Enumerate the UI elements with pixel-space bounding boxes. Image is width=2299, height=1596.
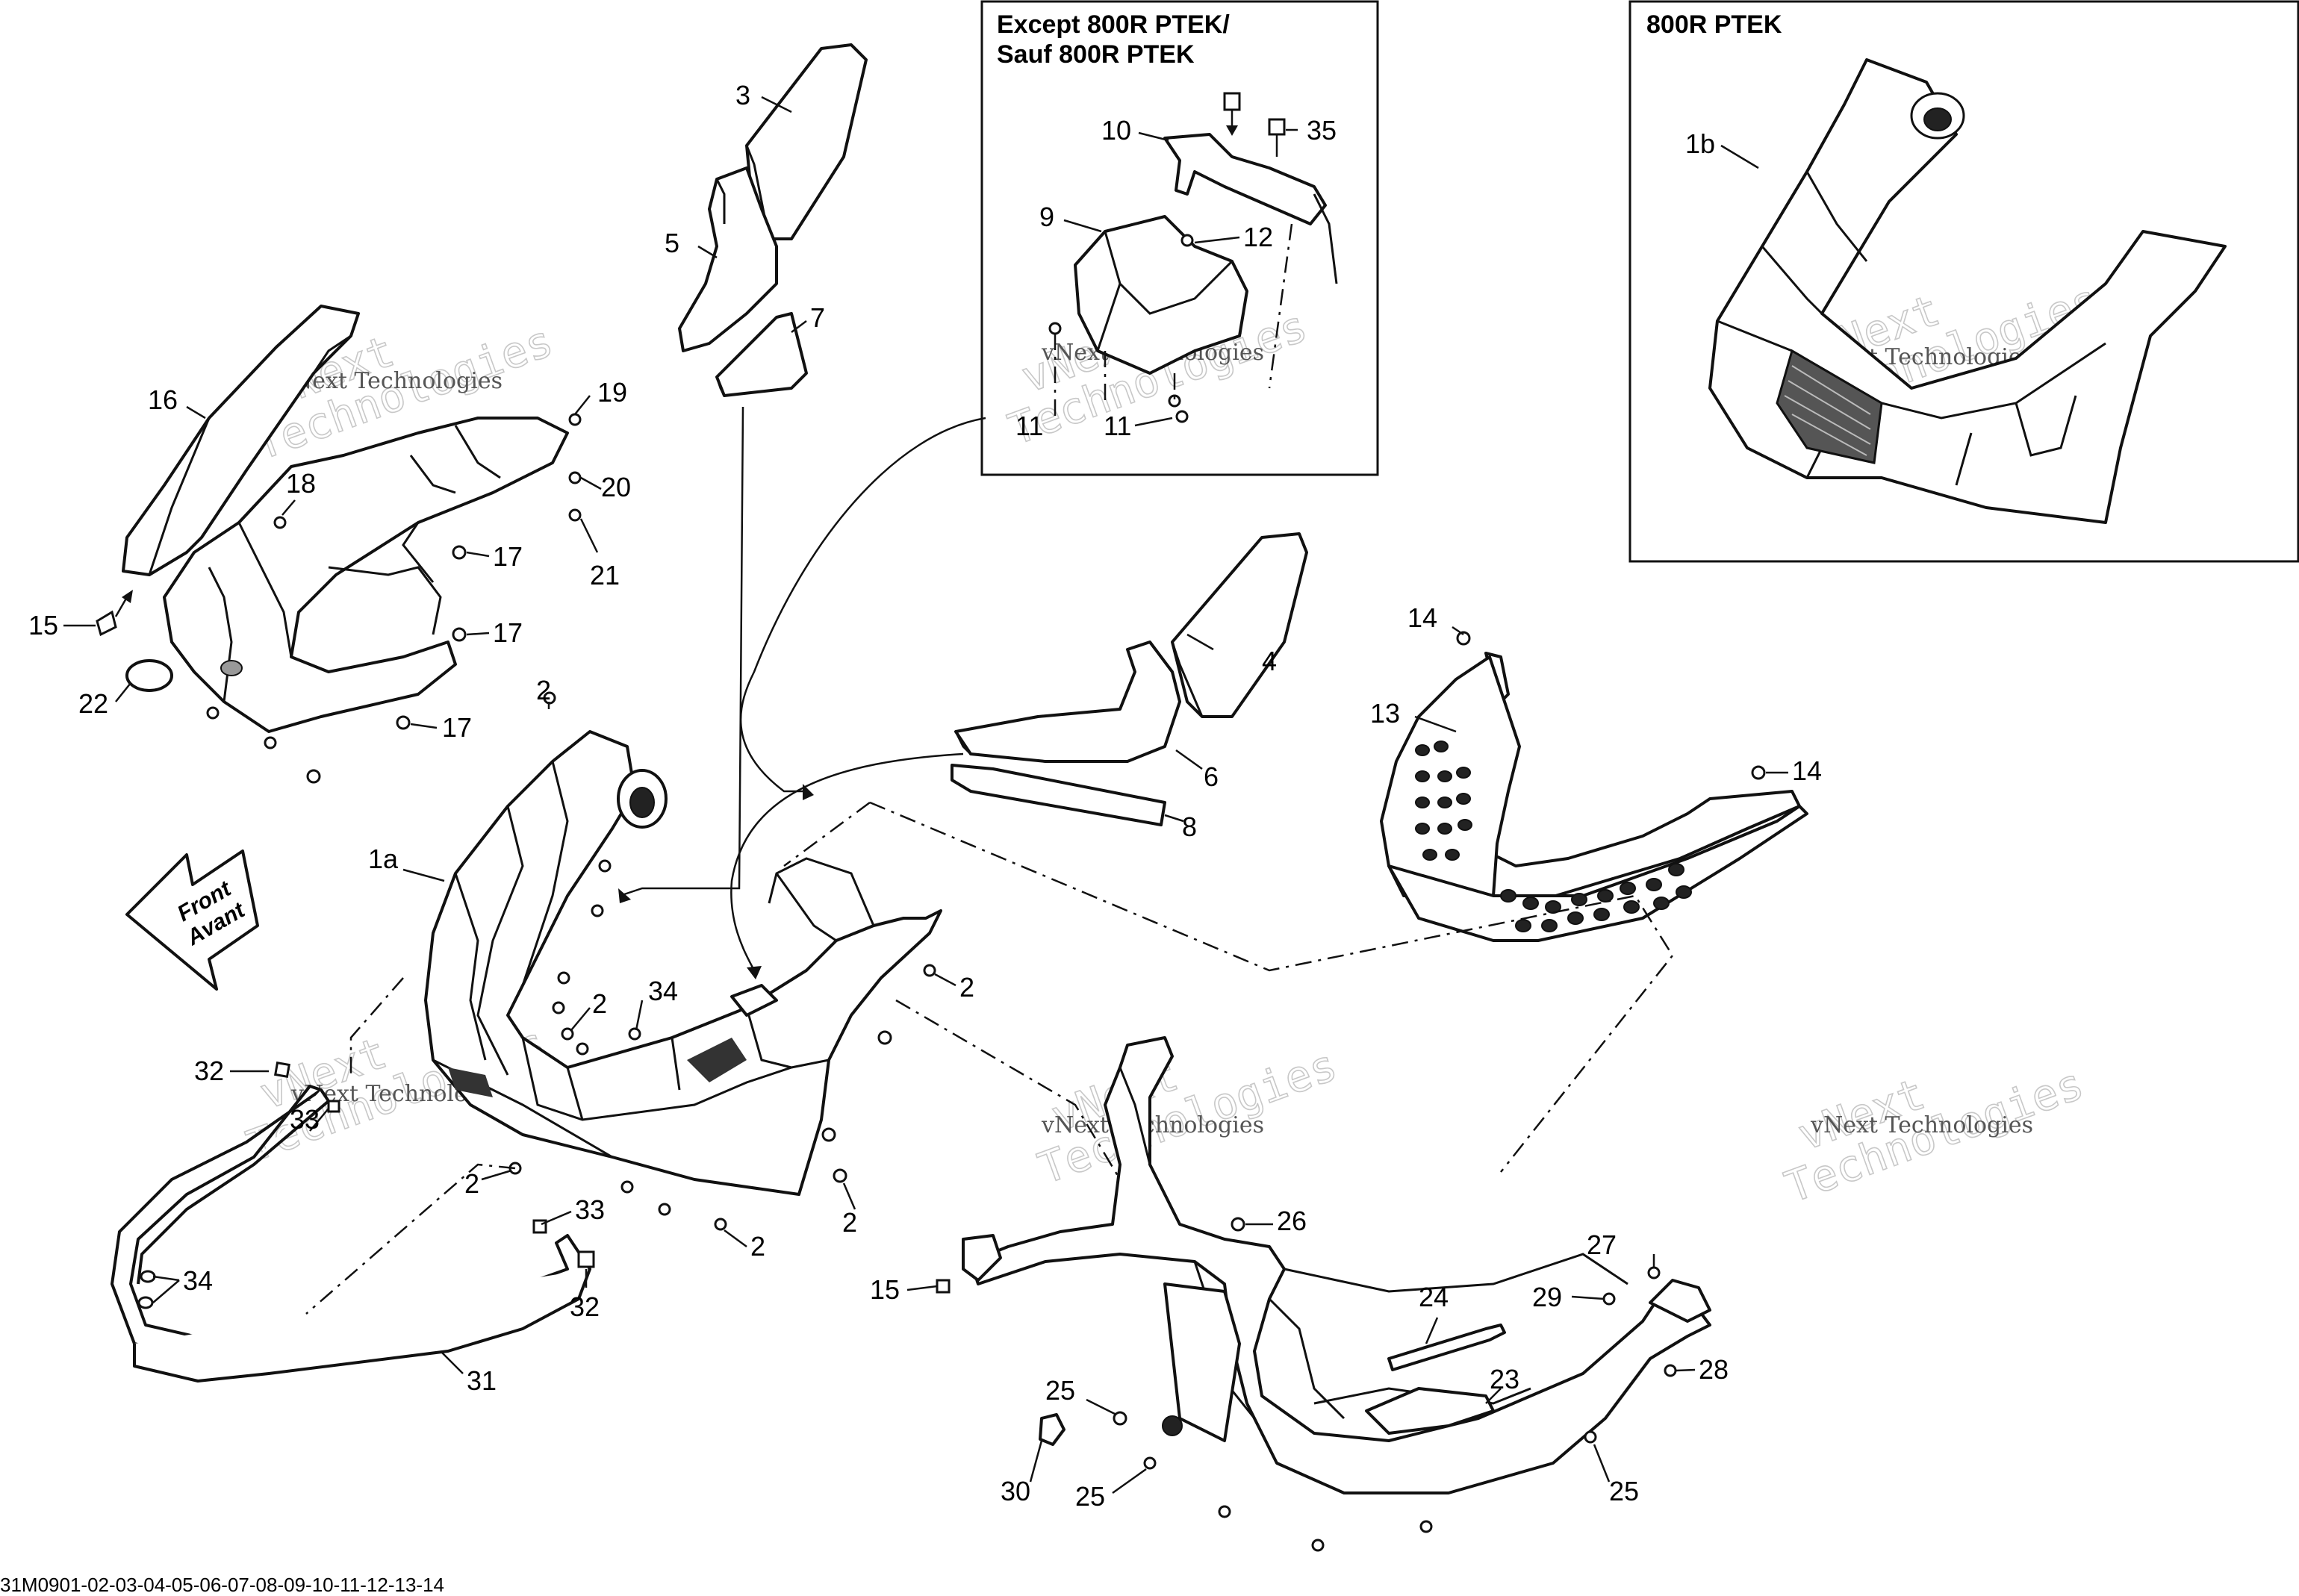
label-part-35: 35 [1307, 115, 1337, 146]
label-part-4: 4 [1262, 646, 1277, 676]
label-part-1b: 1b [1685, 128, 1715, 159]
label-part-15: 15 [870, 1274, 900, 1305]
label-part-34: 34 [648, 976, 678, 1006]
part-13-plate [1380, 631, 1808, 942]
label-part-9: 9 [1039, 202, 1054, 232]
label-part-2: 2 [536, 675, 551, 705]
label-part-24: 24 [1419, 1282, 1449, 1312]
label-part-17: 17 [442, 712, 472, 743]
part-1a-hood [424, 691, 942, 1231]
label-part-2: 2 [464, 1168, 479, 1199]
label-part-6: 6 [1204, 761, 1219, 792]
label-part-17: 17 [493, 541, 523, 572]
label-part-33: 33 [290, 1104, 320, 1135]
label-part-19: 19 [597, 377, 627, 408]
label-part-11: 11 [1104, 411, 1131, 441]
label-part-2: 2 [842, 1207, 857, 1238]
lower-belly-pan [936, 1036, 1711, 1552]
label-part-25: 25 [1075, 1481, 1105, 1512]
label-part-8: 8 [1182, 811, 1197, 842]
label-part-16: 16 [148, 384, 178, 415]
label-part-15: 15 [28, 610, 58, 640]
part-16-assembly [96, 305, 582, 784]
front-arrow: Front Avant [125, 850, 259, 991]
label-part-33: 33 [575, 1194, 605, 1225]
label-part-32: 32 [570, 1291, 600, 1322]
label-part-21: 21 [590, 560, 620, 590]
watermark-caption: vNext Technologies [1810, 1112, 2033, 1138]
label-part-3: 3 [735, 80, 750, 110]
inset-title-line1: Except 800R PTEK/ [997, 10, 1230, 39]
inset-box-except-ptek: Except 800R PTEK/ Sauf 800R PTEK [980, 0, 1379, 476]
perforations [1415, 741, 1692, 932]
part-31-bumper [111, 1061, 595, 1383]
label-part-30: 30 [1001, 1476, 1030, 1506]
label-part-12: 12 [1243, 222, 1273, 252]
label-part-2: 2 [959, 972, 974, 1003]
label-part-22: 22 [78, 688, 108, 719]
parts-4-6-8 [951, 532, 1308, 826]
label-part-2: 2 [592, 988, 607, 1019]
inset-title-line2: Sauf 800R PTEK [997, 40, 1195, 69]
drawing-code: 31M0901-02-03-04-05-06-07-08-09-10-11-12… [0, 1574, 444, 1596]
label-part-14: 14 [1792, 755, 1822, 786]
label-part-32: 32 [194, 1056, 224, 1086]
inset-box-ptek: 800R PTEK [1628, 0, 2299, 563]
label-part-27: 27 [1587, 1229, 1617, 1260]
inset-title: 800R PTEK [1646, 10, 1782, 39]
label-part-7: 7 [810, 302, 825, 333]
label-part-23: 23 [1490, 1364, 1519, 1394]
label-part-25: 25 [1045, 1375, 1075, 1406]
label-part-10: 10 [1101, 115, 1131, 146]
part-labels: 3 5 7 16 18 19 20 21 17 17 17 15 22 2 1a… [28, 80, 1822, 1512]
label-part-17: 17 [493, 617, 523, 648]
label-part-2: 2 [750, 1231, 765, 1262]
label-part-31: 31 [467, 1365, 497, 1396]
label-part-34: 34 [183, 1265, 213, 1296]
label-part-26: 26 [1277, 1206, 1307, 1236]
label-part-1a: 1a [368, 844, 399, 874]
label-part-28: 28 [1699, 1354, 1729, 1385]
label-part-25: 25 [1609, 1476, 1639, 1506]
label-part-18: 18 [286, 468, 316, 499]
label-part-13: 13 [1370, 698, 1400, 729]
label-part-5: 5 [665, 228, 679, 258]
label-part-20: 20 [601, 472, 631, 502]
grille-mesh [1776, 349, 1883, 464]
leader-lines [305, 417, 1674, 1315]
label-part-11: 11 [1015, 411, 1043, 441]
parts-3-5-7 [618, 43, 868, 903]
watermark-caption: vNext Technologies [1041, 1112, 1264, 1138]
label-part-14: 14 [1407, 602, 1437, 633]
label-part-29: 29 [1532, 1282, 1562, 1312]
